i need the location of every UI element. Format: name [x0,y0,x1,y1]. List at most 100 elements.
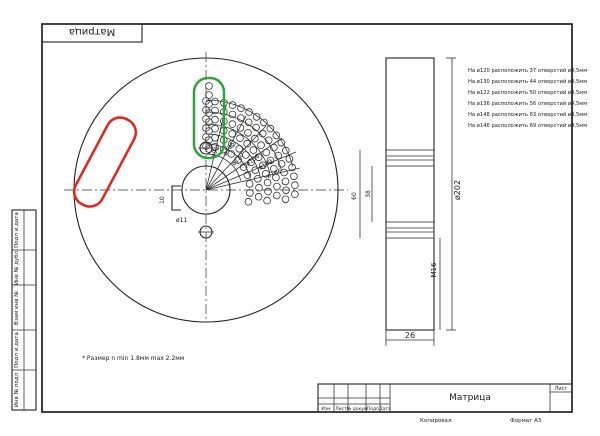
hole-note-3: На ø122 расположить 50 отверстий ø4,5мм [468,89,587,96]
perforation-hole [243,171,252,180]
perforation-hole [236,124,245,132]
dim-side-thread: M16 [430,262,438,277]
dim-keyway-depth: ø11 [176,217,187,224]
perforation-hole [228,110,237,119]
stamp-text-2: Подп и дата [14,332,20,368]
perforation-hole [237,114,245,122]
perforation-hole [205,82,213,90]
dimension-arc [205,123,271,174]
side-hub-band [385,149,435,167]
sheet-frame [41,23,573,413]
perforation-hole [290,172,298,181]
perforation-hole [243,139,252,148]
perforation-hole [251,134,259,143]
perforation-hole [273,182,281,191]
perforation-hole [246,189,254,197]
perforation-hole [291,190,299,199]
perforation-hole [291,181,299,190]
perforation-hole [245,108,253,116]
perforation-hole [261,170,270,178]
perforation-hole [205,91,213,99]
stamp-text-1: Инв № подл [14,372,20,407]
dimension-arc [205,111,282,170]
title-name: Матрица [449,393,491,403]
dim-radial-3: ø120 [230,151,245,167]
perforation-hole [244,197,253,206]
perforation-hole [274,151,283,160]
perforation-hole [264,187,272,196]
title-block: Матрица Лист Изм Лист № докум Подп Дата [317,383,573,413]
perforation-hole [252,113,261,121]
side-outline [385,57,435,331]
dimension-arc [205,133,261,176]
side-stamp: Инв № подл Подп и дата Взам инв № Инв № … [11,209,37,411]
perforation-hole [242,151,250,159]
perforation-hole [255,183,263,192]
perforation-hole [269,165,278,173]
matrix-side-view: ø202 26 60 38 M16 [351,57,462,346]
row-label-1: Изм [321,406,330,412]
perforation-hole [205,136,213,144]
perforation-hole [236,134,244,143]
row-label-2: Лист [335,406,347,412]
red-highlight [72,116,138,208]
green-highlight [192,76,226,160]
top-title: Матрица [69,26,115,37]
dim-keyway-width: 10 [159,196,166,204]
hole-note-1: На ø120 расположить 37 отверстий ø4,5мм [468,67,587,74]
perforation-hole [205,100,213,108]
stamp-text-3: Взам инв № [14,291,20,325]
dim-radial-1: ø96 [210,146,222,159]
dim-side-bore: 38 [365,190,372,198]
perforation-hole [272,131,281,140]
matrix-front-view: ø96 ø106 ø120 ø136 ø149 ø166 10 ø11 [64,52,348,323]
perforation-hole [228,101,237,109]
hole-note-5: На ø148 расположить 63 отверстий ø4,5мм [468,111,587,118]
perforation-hole [205,145,213,153]
dim-side-hub: 60 [351,192,358,200]
hole-note-6: На ø146 расположить 69 отверстий ø4,5мм [468,122,587,129]
top-title-box [41,23,143,43]
dim-side-thickness: 26 [405,331,415,340]
hole-note-4: На ø136 расположить 56 отверстий ø4,5мм [468,100,587,107]
perforation-hole [257,141,265,150]
perforation-hole [205,118,213,126]
stamp-text-5: Подп и дата [14,212,20,248]
perforation-hole [277,160,286,168]
perforation-hole [272,173,280,182]
perforation-hole [228,130,237,138]
footnote: * Размер n min 1.8мм max 2.2мм [82,355,184,362]
perforation-hole [281,195,290,204]
perforation-hole [263,196,271,205]
hole-notes: На ø120 расположить 37 отверстий ø4,5мм … [468,67,587,129]
keyway [171,185,181,211]
perforation-hole [249,146,258,154]
row-label-4: Подп [367,406,379,412]
row-label-5: Дата [379,406,391,412]
perforation-hole [272,191,281,200]
perforation-hole [281,146,290,155]
perforation-hole [281,177,290,186]
copied-label: Копировал [420,418,452,424]
dimension-arc [205,99,294,167]
perforation-hole [282,186,290,195]
perforation-hole [245,180,254,188]
perforation-hole [228,120,237,128]
perforation-hole [205,109,213,117]
perforation-hole [277,139,286,147]
perforation-hole [260,118,268,127]
perforation-hole [266,124,275,133]
hole-note-2: На ø130 расположить 44 отверстий ø4,5мм [468,78,587,85]
perforation-hole [263,178,272,187]
dim-side-diameter: ø202 [453,180,462,200]
format-label: Формат А3 [510,418,542,424]
stamp-text-4: Инв № дубл [14,250,20,285]
side-bore-band [385,221,435,239]
perforation-hole [254,192,263,201]
perforation-hole [259,161,267,170]
perforation-hole [244,129,252,137]
row-label-3: № докум [347,406,368,412]
perforation-hole [266,156,275,165]
radial-dimension-arcs [205,99,294,181]
